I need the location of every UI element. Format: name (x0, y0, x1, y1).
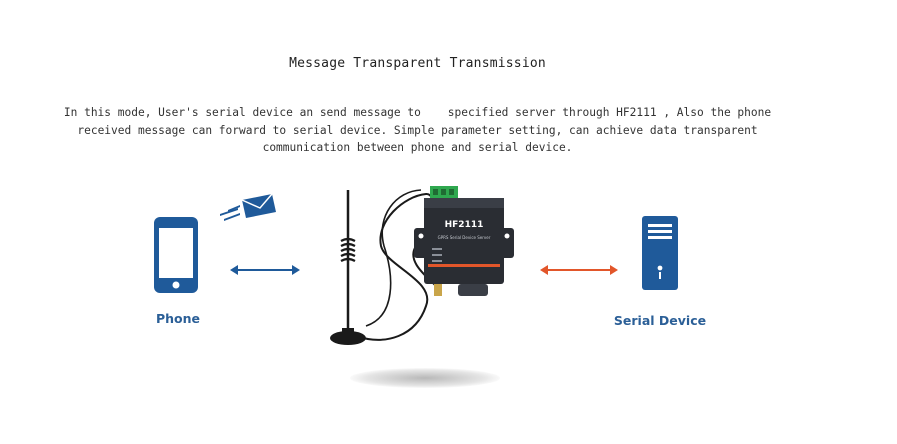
serial-link-arrow (540, 265, 618, 275)
server-icon (642, 216, 678, 290)
page-title: Message Transparent Transmission (289, 56, 546, 71)
description: In this mode, User's serial device an se… (0, 104, 835, 157)
description-line-3: communication between phone and serial d… (262, 141, 573, 154)
description-line-1: In this mode, User's serial device an se… (63, 106, 772, 119)
phone-link-arrow (230, 265, 300, 275)
envelope-icon (220, 193, 276, 221)
serial-device-label: Serial Device (613, 313, 707, 328)
phone-label: Phone (155, 311, 201, 326)
device-shadow (350, 368, 500, 388)
phone-icon (154, 217, 198, 293)
hf2111-device (414, 186, 514, 296)
description-line-2: received message can forward to serial d… (77, 123, 758, 137)
device-subtitle-label: GPRS Serial Device Server (437, 235, 491, 240)
device-model-label: HF2111 (444, 220, 484, 230)
